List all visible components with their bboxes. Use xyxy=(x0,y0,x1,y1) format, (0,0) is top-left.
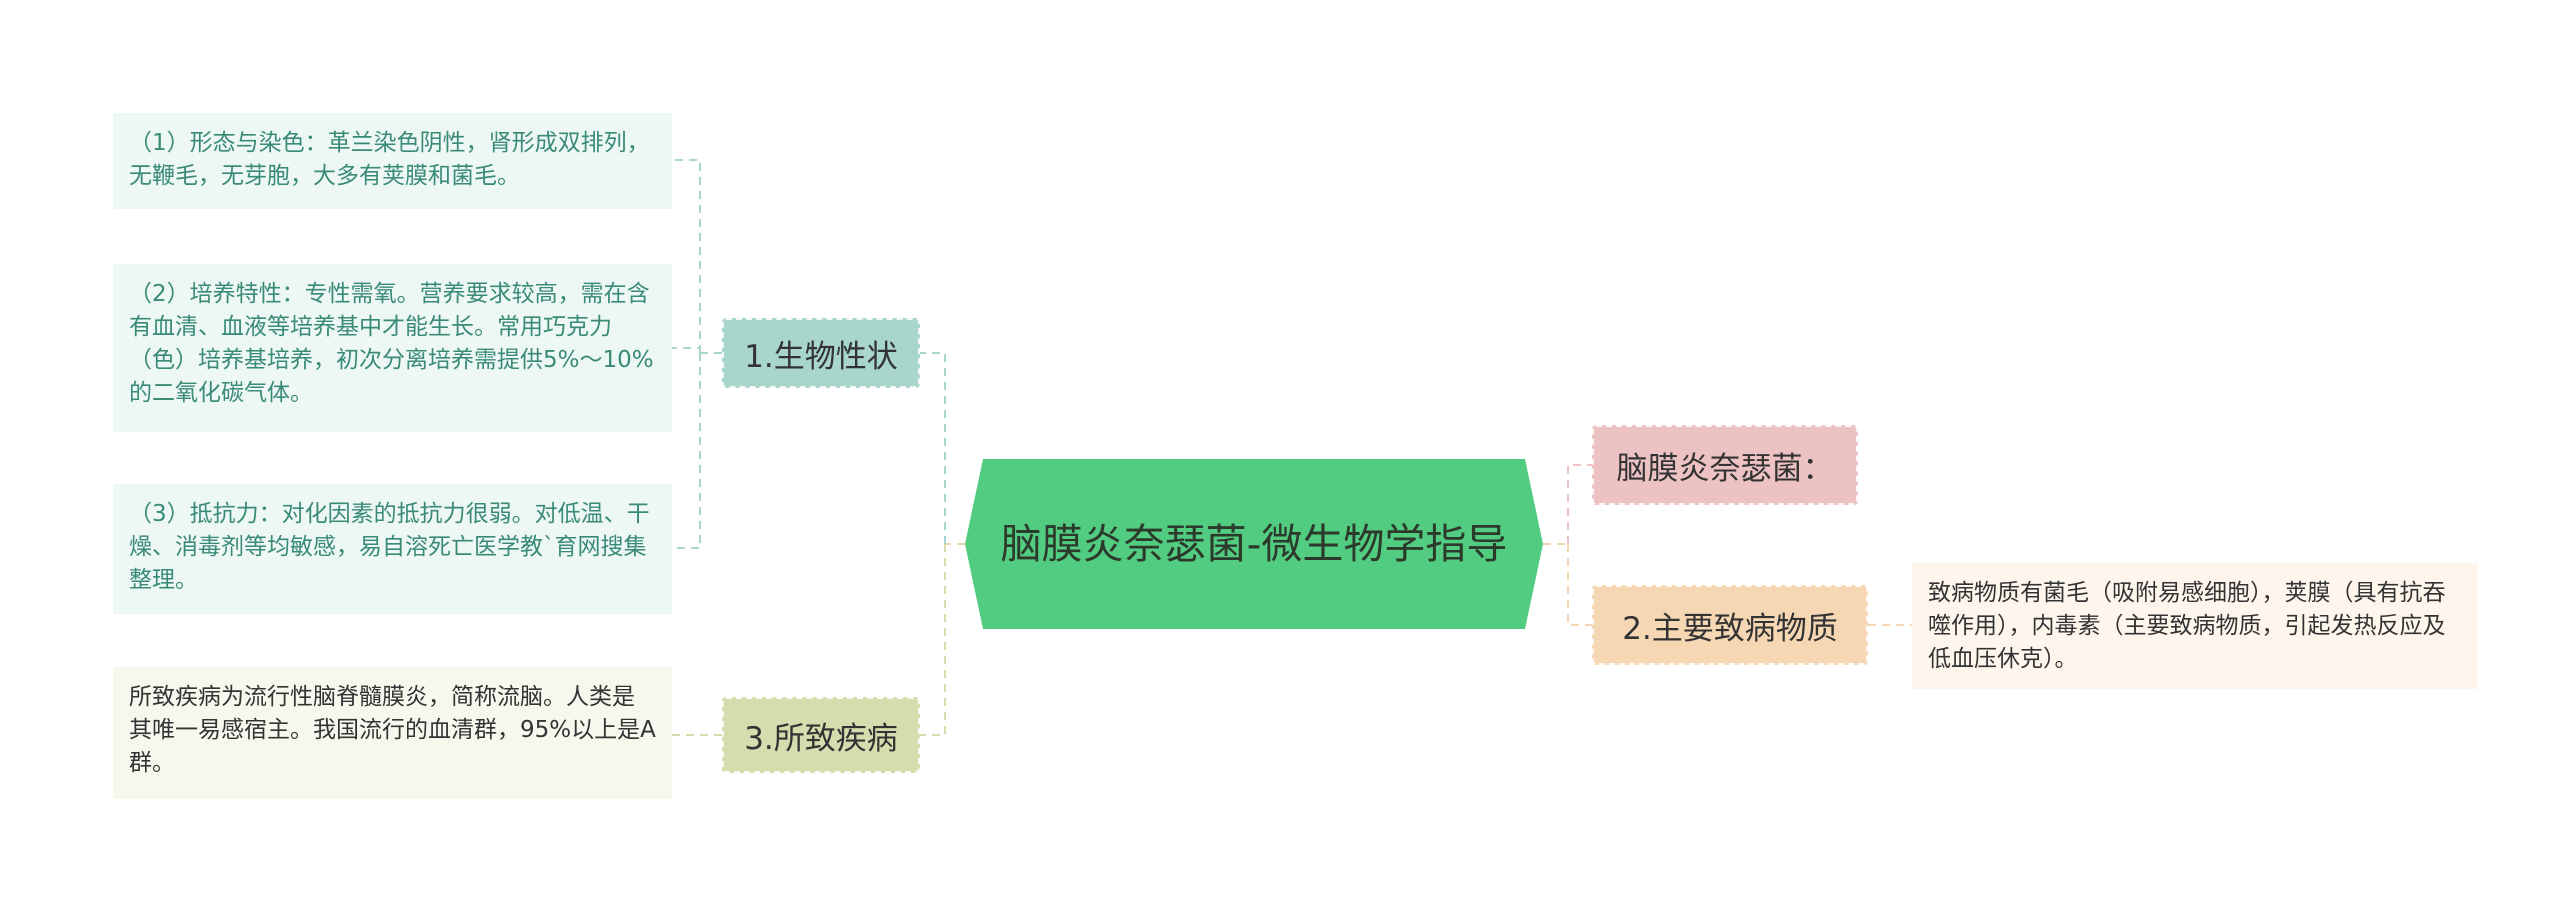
connector-to-intro xyxy=(1567,464,1592,544)
connector-bio-leaf-1 xyxy=(672,159,701,353)
branch-intro[interactable]: 脑膜炎奈瑟菌： xyxy=(1592,425,1858,505)
central-hexagon xyxy=(965,459,1543,629)
leaf-disease[interactable]: 所致疾病为流行性脑脊髓膜炎，简称流脑。人类是其唯一易感宿主。我国流行的血清群，9… xyxy=(113,667,672,799)
central-title: 脑膜炎奈瑟菌-微生物学指导 xyxy=(1000,520,1508,568)
leaf-pathogenic[interactable]: 致病物质有菌毛（吸附易感细胞），荚膜（具有抗吞噬作用），内毒素（主要致病物质，引… xyxy=(1912,563,2478,689)
connector-bio-leaf-3 xyxy=(672,353,701,549)
connector-bio-leaf-2 xyxy=(672,347,701,353)
branch-biological-traits[interactable]: 1.生物性状 xyxy=(722,318,920,388)
connector-to-disease xyxy=(920,544,946,736)
central-hexagon-shape xyxy=(965,459,1543,629)
connector-to-pathogenic xyxy=(1567,544,1592,626)
leaf-morphology[interactable]: （1）形态与染色：革兰染色阴性，肾形成双排列，无鞭毛，无芽胞，大多有荚膜和菌毛。 xyxy=(113,113,672,209)
leaf-culture[interactable]: （2）培养特性：专性需氧。营养要求较高，需在含有血清、血液等培养基中才能生长。常… xyxy=(113,264,672,432)
connector-to-bio xyxy=(920,352,946,544)
central-topic[interactable]: 脑膜炎奈瑟菌-微生物学指导 xyxy=(965,459,1543,629)
branch-diseases[interactable]: 3.所致疾病 xyxy=(722,697,920,773)
branch-pathogenic-substances[interactable]: 2.主要致病物质 xyxy=(1592,585,1868,665)
leaf-resistance[interactable]: （3）抵抗力：对化因素的抵抗力很弱。对低温、干燥、消毒剂等均敏感，易自溶死亡医学… xyxy=(113,484,672,614)
